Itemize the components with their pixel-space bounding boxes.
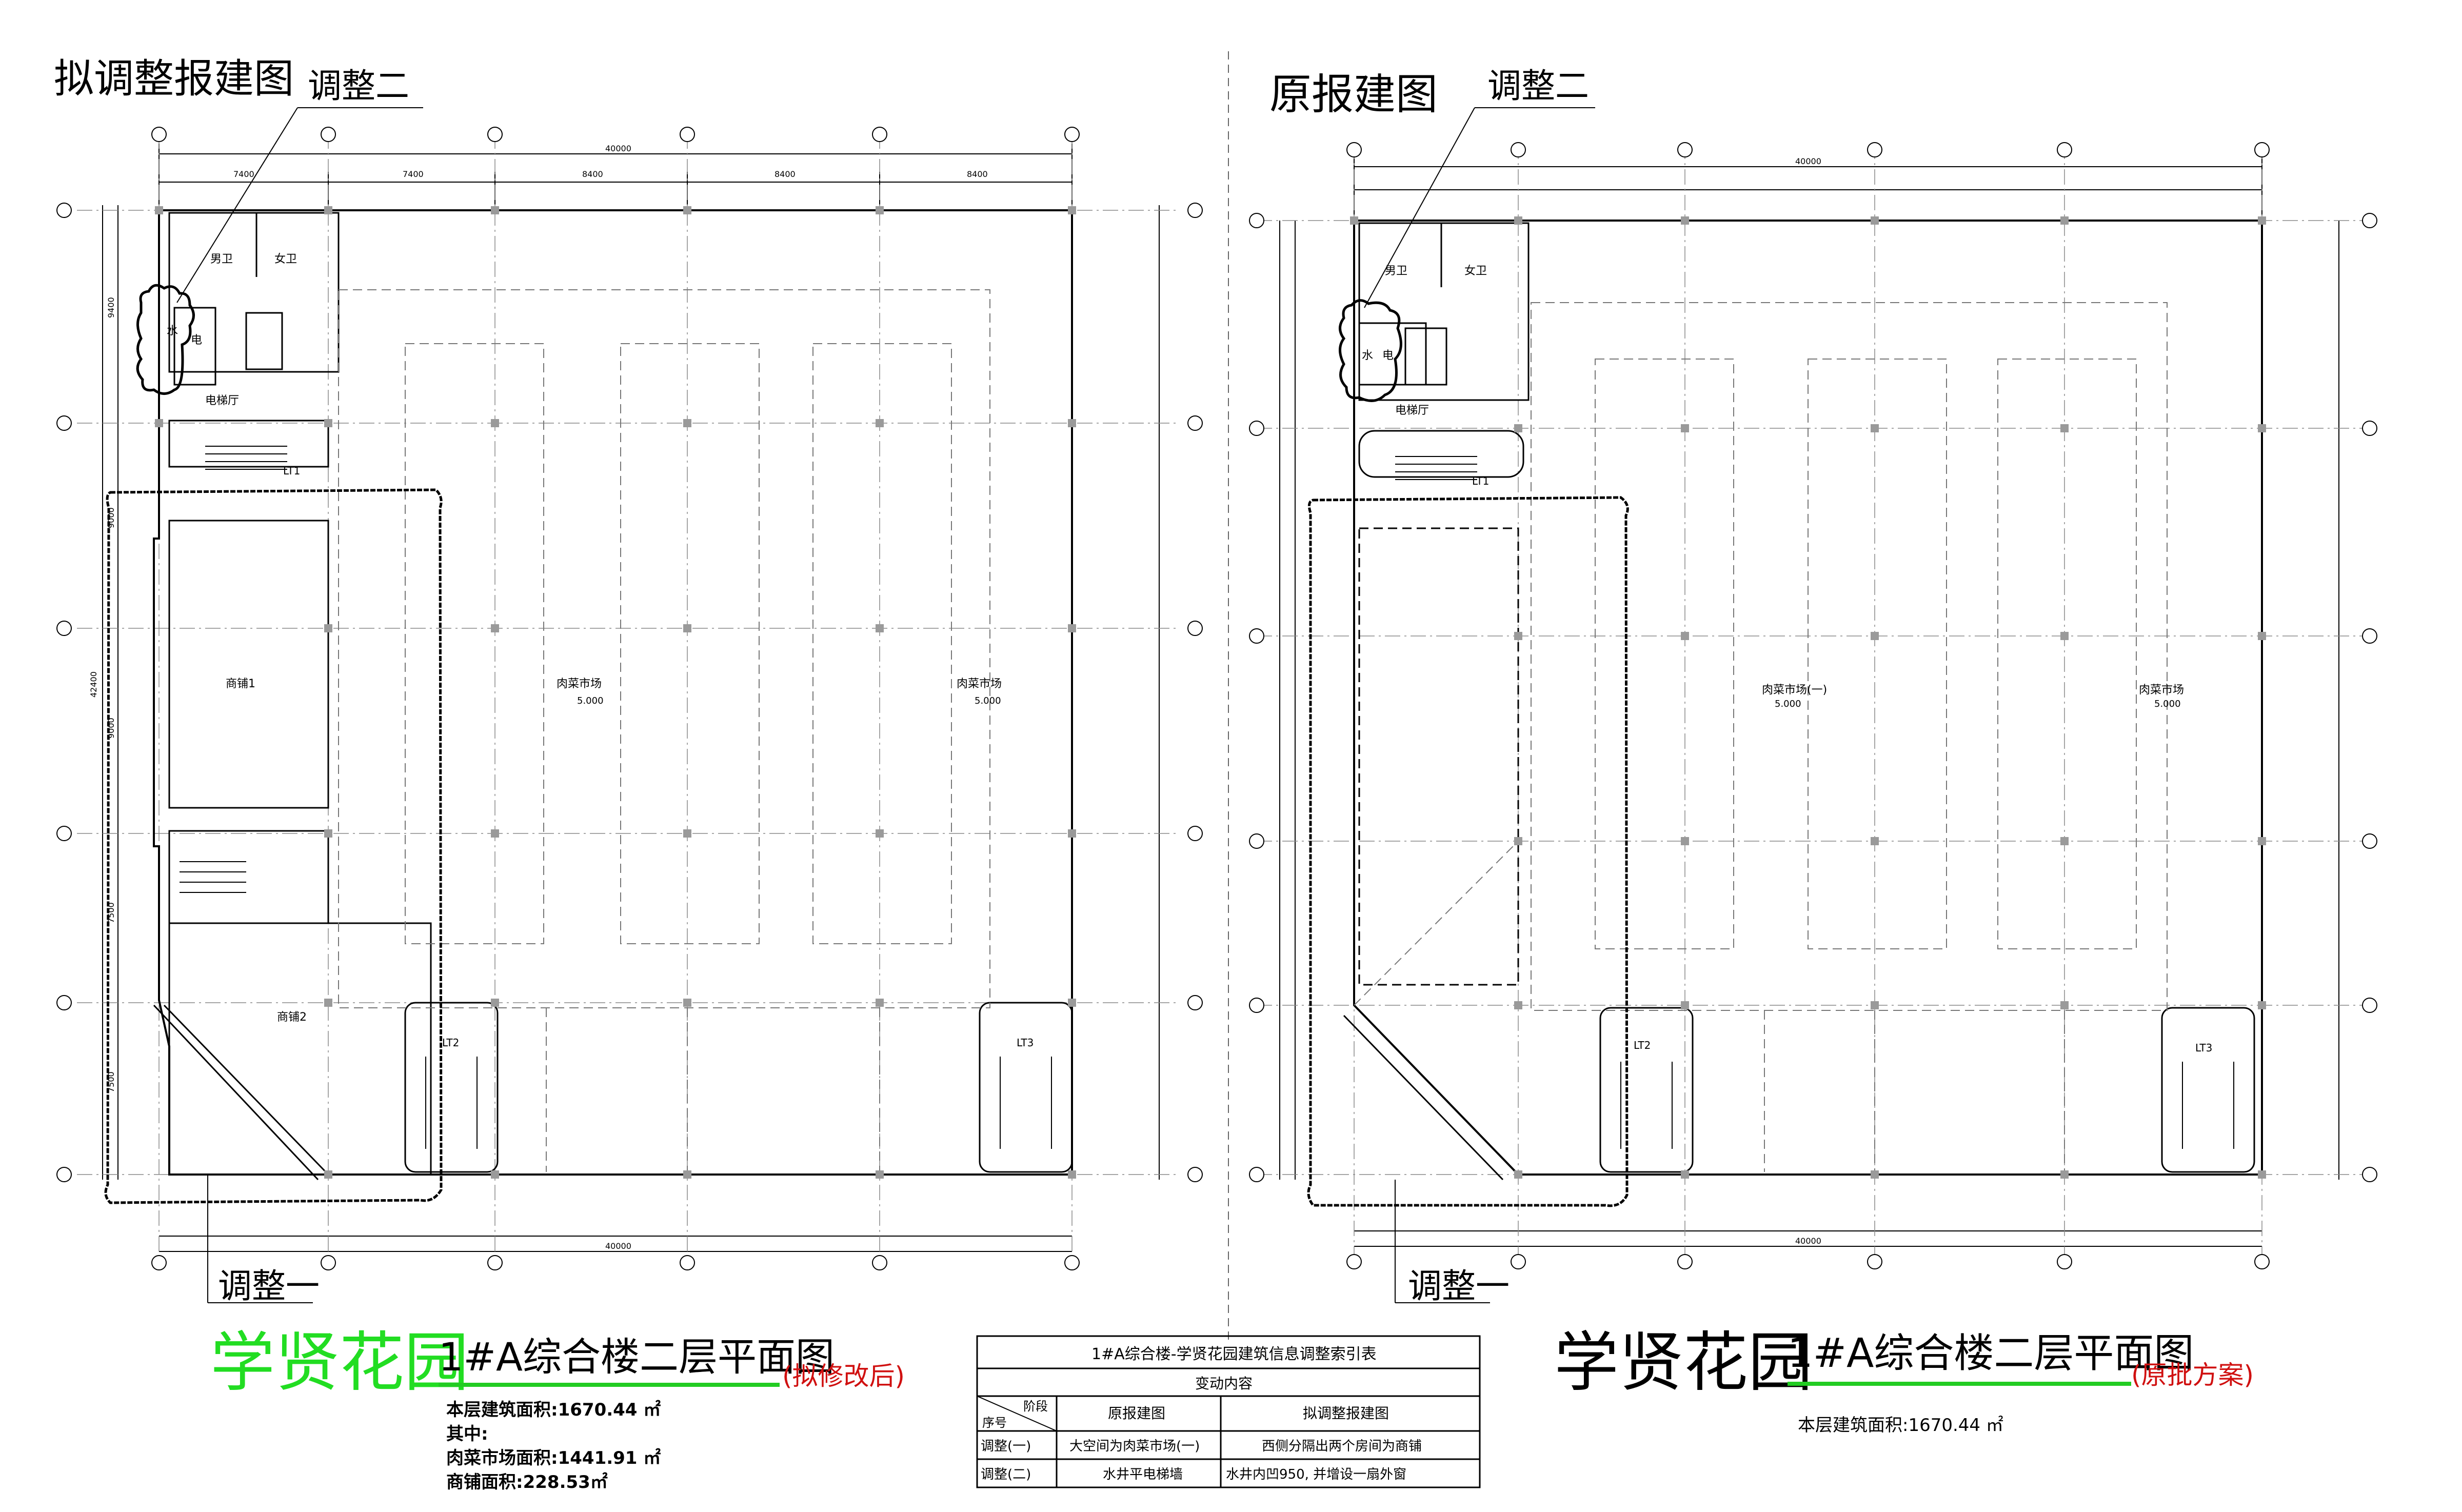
left-revision-clouds	[104, 284, 443, 1204]
table-row-original: 大空间为肉菜市场(一)	[1069, 1439, 1200, 1454]
right-room-meat-market-2: 肉菜市场	[2139, 684, 2184, 697]
right-room-water: 水	[1362, 349, 1373, 362]
left-floor-plan-panel: 拟调整报建图 40000 7400 7400 8400 8400 8400 40…	[54, 56, 1203, 1493]
right-dimension-bottom	[1354, 1230, 2262, 1247]
left-dimension-side	[102, 205, 1160, 1180]
table-row-proposed: 西侧分隔出两个房间为商铺	[1262, 1439, 1422, 1454]
table-row-seq: 调整(二)	[981, 1467, 1031, 1482]
left-heading: 拟调整报建图	[54, 56, 294, 102]
left-title-suffix: (拟修改后)	[782, 1361, 905, 1391]
left-area-line: 商铺面积:228.53㎡	[446, 1472, 608, 1493]
table-title: 1#A综合楼-学贤花园建筑信息调整索引表	[1091, 1345, 1377, 1363]
right-market-stalls	[1354, 302, 2168, 1172]
table-corner-seq: 序号	[982, 1416, 1007, 1430]
table-row-proposed: 水井内凹950, 并增设一扇外窗	[1226, 1467, 1406, 1482]
left-dim-seg: 7400	[403, 169, 424, 179]
left-axis-bubbles	[56, 127, 1203, 1270]
left-area-line: 肉菜市场面积:1441.91 ㎡	[446, 1448, 661, 1468]
left-dim-seg: 7400	[233, 169, 254, 179]
left-room-lt2: LT2	[442, 1037, 459, 1049]
right-area-line: 本层建筑面积:1670.44 ㎡	[1798, 1415, 2003, 1436]
left-building-outline	[153, 209, 1073, 1181]
table-row-original: 水井平电梯墙	[1103, 1467, 1183, 1482]
left-room-male-wc: 男卫	[210, 253, 233, 266]
left-interior-walls	[168, 212, 1073, 1176]
right-elevation-2: 5.000	[2154, 699, 2181, 709]
left-columns	[155, 206, 1076, 1179]
left-dim-total: 40000	[605, 144, 631, 153]
left-elevation-1: 5.000	[577, 695, 604, 706]
right-callout-bottom: 调整一	[1408, 1266, 1510, 1306]
left-area-line: 本层建筑面积:1670.44 ㎡	[446, 1400, 661, 1420]
left-dim-seg: 8400	[967, 169, 988, 179]
left-title-main: 1#A综合楼二层平面图	[439, 1334, 835, 1380]
left-dimension-bottom	[159, 1236, 1072, 1252]
left-dim-side-seg: 9400	[106, 297, 116, 318]
right-columns	[1350, 216, 2266, 1179]
right-heading: 原报建图	[1269, 70, 1438, 119]
right-room-male-wc: 男卫	[1385, 265, 1407, 277]
left-axis-grid	[77, 133, 1180, 1267]
left-area-line: 其中:	[446, 1424, 488, 1444]
left-room-meat-market-2: 肉菜市场	[957, 678, 1002, 690]
left-dim-side-total: 42400	[89, 671, 98, 698]
left-elevation-2: 5.000	[975, 695, 1001, 706]
table-grid	[976, 1335, 1481, 1488]
table-col-proposed: 拟调整报建图	[1303, 1405, 1389, 1422]
left-room-lt1: LT1	[283, 465, 300, 477]
table-col-original: 原报建图	[1108, 1405, 1165, 1422]
left-stair-hatching	[180, 446, 1052, 1149]
right-title-main: 1#A综合楼二层平面图	[1788, 1330, 2194, 1377]
right-dim-bottom-total: 40000	[1795, 1236, 1821, 1246]
right-room-meat-market-1: 肉菜市场(一)	[1762, 684, 1827, 697]
table-subtitle: 变动内容	[1195, 1375, 1253, 1392]
right-floor-plan-panel: 原报建图 40000 40000	[1249, 66, 2377, 1436]
right-interior-walls	[1358, 222, 2255, 1173]
left-dim-seg: 8400	[775, 169, 796, 179]
left-room-water: 水	[167, 325, 178, 337]
right-room-lt3: LT3	[2195, 1042, 2212, 1054]
left-dim-seg: 8400	[582, 169, 603, 179]
right-stair-hatching	[1395, 456, 2234, 1149]
left-room-meat-market-1: 肉菜市场	[557, 678, 602, 690]
left-market-stalls	[338, 289, 990, 1172]
left-dim-bottom-total: 40000	[605, 1241, 631, 1251]
table-corner-stage: 阶段	[1023, 1399, 1048, 1414]
table-row-seq: 调整(一)	[981, 1439, 1031, 1454]
left-callout-top: 调整二	[308, 66, 409, 106]
right-elevation-1: 5.000	[1775, 699, 1801, 709]
right-title-suffix: (原批方案)	[2131, 1360, 2254, 1390]
left-room-shop1: 商铺1	[226, 678, 255, 690]
right-room-lt2: LT2	[1634, 1039, 1651, 1051]
right-title-brand: 学贤花园	[1554, 1325, 1813, 1400]
right-revision-clouds	[1307, 299, 1629, 1207]
left-room-lt3: LT3	[1017, 1037, 1034, 1049]
right-axis-bubbles	[1249, 142, 2377, 1269]
left-room-female-wc: 女卫	[274, 253, 297, 266]
left-room-elec: 电	[191, 334, 202, 347]
right-callout-top: 调整二	[1487, 66, 1589, 106]
left-room-shop2: 商铺2	[277, 1011, 307, 1024]
right-room-female-wc: 女卫	[1464, 265, 1487, 277]
right-dim-total: 40000	[1795, 156, 1821, 166]
right-room-lt1: LT1	[1472, 475, 1489, 487]
adjustment-index-table: 1#A综合楼-学贤花园建筑信息调整索引表 变动内容 阶段 序号 原报建图 拟调整…	[976, 1335, 1481, 1488]
right-room-elevator-hall: 电梯厅	[1395, 404, 1429, 417]
right-dimension-side	[1279, 221, 2339, 1180]
right-axis-grid	[1257, 144, 2365, 1262]
left-callout-bottom: 调整一	[218, 1266, 320, 1306]
left-room-elevator-hall: 电梯厅	[205, 394, 239, 407]
left-callout-leaders	[176, 107, 423, 1303]
right-building-outline	[1343, 220, 2263, 1181]
left-title-brand: 学贤花园	[210, 1325, 469, 1400]
right-room-elec: 电	[1382, 349, 1394, 362]
right-callout-leaders	[1364, 107, 1595, 1303]
